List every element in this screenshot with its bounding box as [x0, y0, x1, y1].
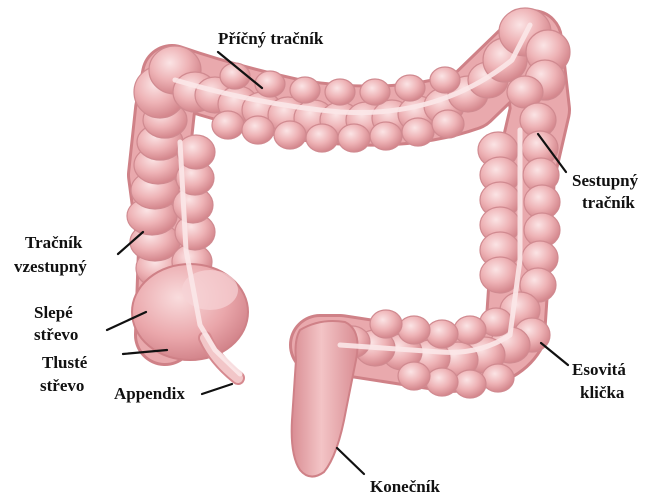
haustrum-bead	[370, 122, 402, 150]
leader-konecnik	[337, 448, 364, 474]
haustrum-bead	[402, 118, 434, 146]
haustrum-bead	[432, 110, 464, 138]
haustrum-bead	[482, 364, 514, 392]
label-slepe-line1: Slepé	[34, 303, 73, 322]
haustrum-bead	[395, 75, 425, 101]
haustrum-bead	[274, 121, 306, 149]
label-pricny-tracnik: Příčný tračník	[218, 29, 324, 48]
colon-illustration	[127, 8, 570, 477]
leader-appendix	[202, 384, 232, 394]
label-sestupny-line1: Sestupný	[572, 171, 639, 190]
haustrum-bead	[398, 316, 430, 344]
haustrum-bead	[454, 316, 486, 344]
haustrum-bead	[398, 362, 430, 390]
haustrum-bead	[306, 124, 338, 152]
label-tluste-line1: Tlusté	[42, 353, 88, 372]
label-slepe-line2: střevo	[34, 325, 78, 344]
haustrum-bead	[338, 124, 370, 152]
label-konecnik: Konečník	[370, 477, 440, 495]
leader-esovita	[541, 343, 568, 365]
label-tracnik-line2: vzestupný	[14, 257, 87, 276]
label-tluste-line2: střevo	[40, 376, 84, 395]
label-tracnik-line1: Tračník	[25, 233, 83, 252]
haustrum-bead	[370, 310, 402, 338]
haustrum-bead	[430, 67, 460, 93]
haustrum-bead	[360, 79, 390, 105]
haustrum-bead	[426, 320, 458, 348]
haustrum-bead	[242, 116, 274, 144]
label-esovita-line2: klička	[580, 383, 625, 402]
label-sestupny-line2: tračník	[582, 193, 635, 212]
haustrum-bead	[454, 370, 486, 398]
label-esovita-line1: Esovitá	[572, 360, 626, 379]
haustrum-bead	[212, 111, 244, 139]
haustrum-bead	[290, 77, 320, 103]
haustrum-bead	[426, 368, 458, 396]
label-appendix: Appendix	[114, 384, 185, 403]
haustrum-bead	[325, 79, 355, 105]
haustrum-bead	[255, 71, 285, 97]
